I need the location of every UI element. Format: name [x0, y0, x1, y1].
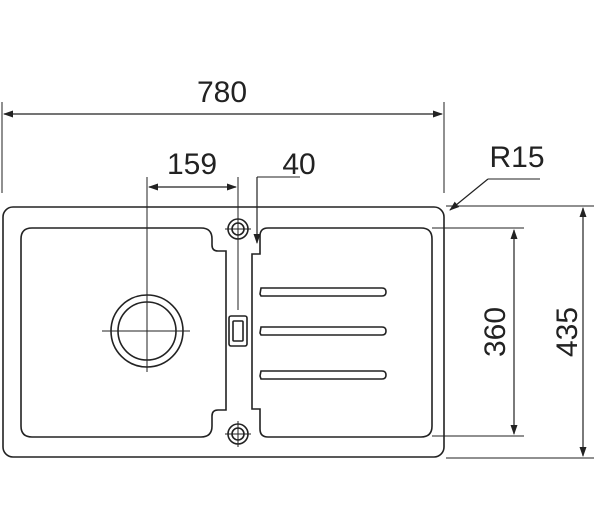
tap-offset-label: 40	[282, 148, 315, 181]
overall-depth-dimension: 435	[446, 205, 594, 459]
radius-leader-arrow	[449, 178, 489, 211]
overall-depth-label: 435	[551, 307, 584, 357]
drainer-depth-dimension: 360	[432, 227, 524, 437]
bowl-offset-label: 159	[167, 148, 217, 181]
drainer-groove-2	[259, 326, 387, 336]
overflow-outer	[228, 315, 248, 347]
drainer-board	[251, 227, 433, 438]
overflow-inner	[232, 320, 244, 342]
overflow-slot	[228, 315, 248, 347]
drain-waste	[102, 294, 190, 372]
main-bowl	[20, 227, 227, 438]
drainer-groove-1	[259, 287, 387, 297]
corner-radius-label: R15	[489, 141, 544, 174]
bowl-offset-dimension: 159	[146, 148, 239, 372]
tap-hole-top	[225, 216, 251, 242]
tap-offset-dimension: 40	[253, 148, 316, 244]
drainer-groove-3	[259, 370, 387, 380]
tap-hole-bottom	[225, 421, 251, 447]
sink-outer-rim	[2, 206, 445, 458]
sink-body	[2, 206, 445, 458]
corner-radius-callout: R15	[449, 141, 545, 211]
drainer-depth-label: 360	[479, 307, 512, 357]
overall-width-label: 780	[197, 76, 247, 109]
overall-width-dimension: 780	[1, 76, 445, 193]
